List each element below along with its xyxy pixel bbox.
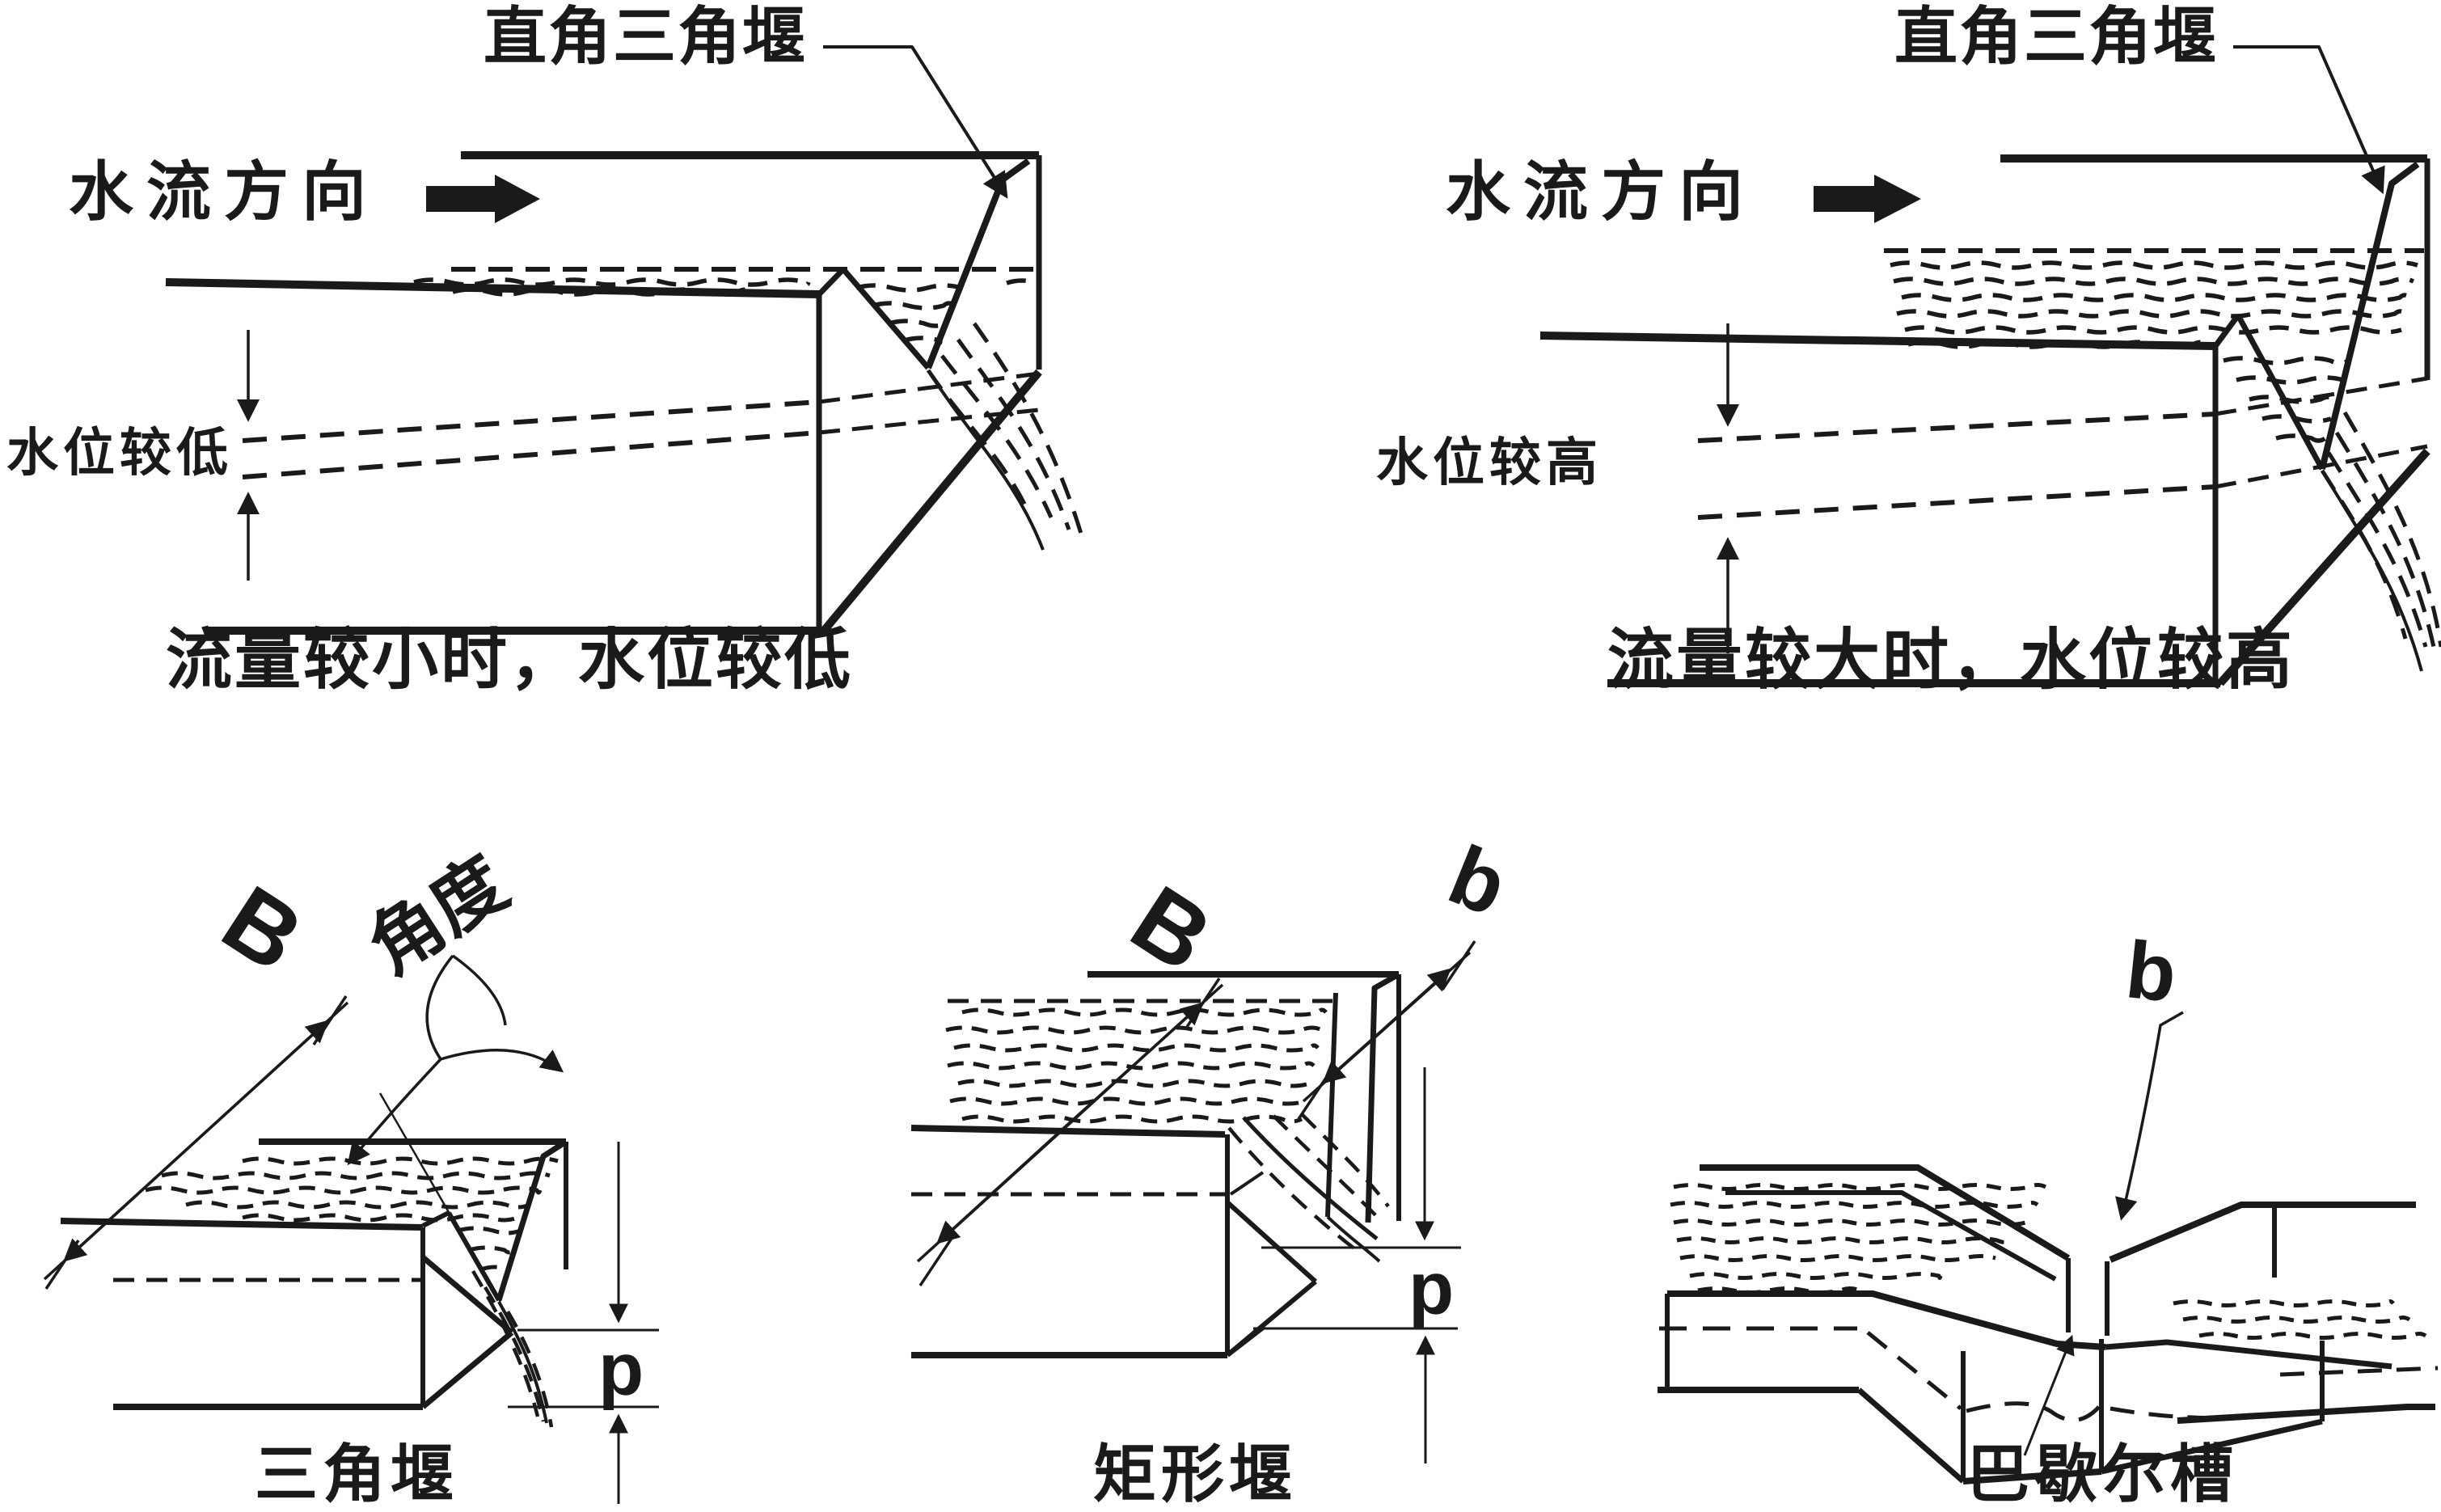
water-wave-row bbox=[468, 1245, 516, 1255]
dimension-angle bbox=[347, 954, 564, 1303]
water-wave-row bbox=[2198, 1332, 2427, 1340]
flow-direction-label-left: 水流方向 bbox=[69, 156, 379, 228]
water-wave-row bbox=[1904, 325, 2402, 335]
water-wave-row bbox=[1006, 278, 1038, 285]
water-wave-row bbox=[242, 1213, 518, 1223]
triangular-weir-drawing bbox=[43, 954, 659, 1504]
weir-leader-arrow-icon bbox=[823, 45, 1008, 199]
water-wave-row bbox=[1673, 1218, 2026, 1227]
water-wave-row bbox=[872, 301, 956, 310]
water-wave-row bbox=[145, 1185, 543, 1195]
water-wave-row bbox=[452, 287, 758, 297]
parshall-flume-drawing bbox=[1658, 1011, 2439, 1485]
dim-label-b-parshall: b bbox=[2122, 924, 2181, 1020]
water-wave-row bbox=[457, 1226, 522, 1235]
figure-caption-rectangular-weir: 矩形堰 bbox=[1093, 1438, 1298, 1510]
dimension-p bbox=[1253, 1067, 1461, 1463]
figure-caption-triangular-weir: 三角堰 bbox=[255, 1438, 459, 1510]
flow-direction-arrow-icon bbox=[1814, 175, 1921, 223]
water-level-high-label: 水位较高 bbox=[1376, 433, 1603, 492]
water-wave-row bbox=[2236, 375, 2344, 385]
weir-title-left: 直角三角堰 bbox=[484, 1, 808, 72]
water-wave-row bbox=[1689, 1272, 1943, 1280]
dimension-B bbox=[43, 995, 349, 1290]
water-surface-waves-parshall bbox=[1670, 1183, 2427, 1340]
water-wave-row bbox=[903, 336, 943, 345]
water-wave-row bbox=[953, 1043, 1320, 1053]
water-wave-row bbox=[413, 277, 811, 287]
water-wave-row bbox=[888, 319, 949, 328]
water-surface-waves-low bbox=[413, 277, 1038, 345]
throat-leader-arrow-icon bbox=[2115, 1011, 2184, 1221]
flume-flow-arrow-icon bbox=[2023, 1334, 2075, 1456]
weir-leader-arrow-icon bbox=[2233, 45, 2385, 195]
water-wave-row bbox=[1893, 277, 2415, 286]
vnotch-weir-low-drawing bbox=[165, 45, 1086, 635]
dim-label-p-triangular: p bbox=[598, 1328, 644, 1411]
water-wave-row bbox=[1901, 293, 2411, 302]
water-wave-row bbox=[480, 1265, 509, 1272]
water-wave-row bbox=[1907, 340, 2213, 349]
water-surface-waves-high bbox=[1890, 260, 2418, 443]
water-wave-row bbox=[949, 1096, 1307, 1106]
vnotch-weir-high-drawing bbox=[1539, 45, 2441, 687]
water-wave-row bbox=[2275, 433, 2327, 443]
water-wave-row bbox=[185, 1200, 530, 1210]
weir-title-right: 直角三角堰 bbox=[1894, 1, 2219, 72]
water-wave-row bbox=[1679, 1254, 1996, 1262]
water-wave-row bbox=[2223, 356, 2350, 365]
water-wave-row bbox=[945, 1025, 1324, 1035]
water-wave-row bbox=[2262, 414, 2332, 424]
dimension-B bbox=[916, 978, 1224, 1286]
flow-direction-label-right: 水流方向 bbox=[1446, 156, 1756, 228]
water-wave-row bbox=[855, 283, 962, 293]
water-wave-row bbox=[161, 1171, 551, 1180]
water-wave-row bbox=[2249, 395, 2338, 404]
water-wave-row bbox=[1697, 1286, 1860, 1294]
water-wave-row bbox=[2173, 1299, 2395, 1307]
caption-low-flow: 流量较小时，水位较低 bbox=[166, 623, 854, 697]
water-surface-waves-rect bbox=[945, 1007, 1328, 1124]
dim-label-p-rectangular: p bbox=[1408, 1248, 1455, 1330]
water-wave-row bbox=[961, 1114, 1303, 1124]
figure-caption-parshall-flume: 巴歇尔槽 bbox=[1966, 1438, 2239, 1510]
caption-high-flow: 流量较大时，水位较高 bbox=[1607, 623, 2295, 697]
water-wave-row bbox=[957, 1079, 1311, 1088]
water-wave-row bbox=[1676, 1236, 2015, 1244]
water-wave-row bbox=[242, 1156, 559, 1166]
dimension-p bbox=[508, 1142, 659, 1504]
water-wave-row bbox=[1890, 260, 2418, 270]
water-wave-row bbox=[1670, 1201, 2039, 1209]
flow-direction-arrow-icon bbox=[426, 175, 540, 223]
water-wave-row bbox=[961, 1007, 1328, 1017]
water-wave-row bbox=[1673, 1183, 2047, 1191]
water-surface-waves-tri bbox=[145, 1156, 559, 1272]
water-level-low-label: 水位较低 bbox=[6, 424, 233, 482]
water-wave-row bbox=[1896, 309, 2407, 319]
dimension-b bbox=[1297, 940, 1476, 1120]
water-wave-row bbox=[2182, 1316, 2411, 1324]
rectangular-weir-drawing bbox=[910, 940, 1476, 1463]
